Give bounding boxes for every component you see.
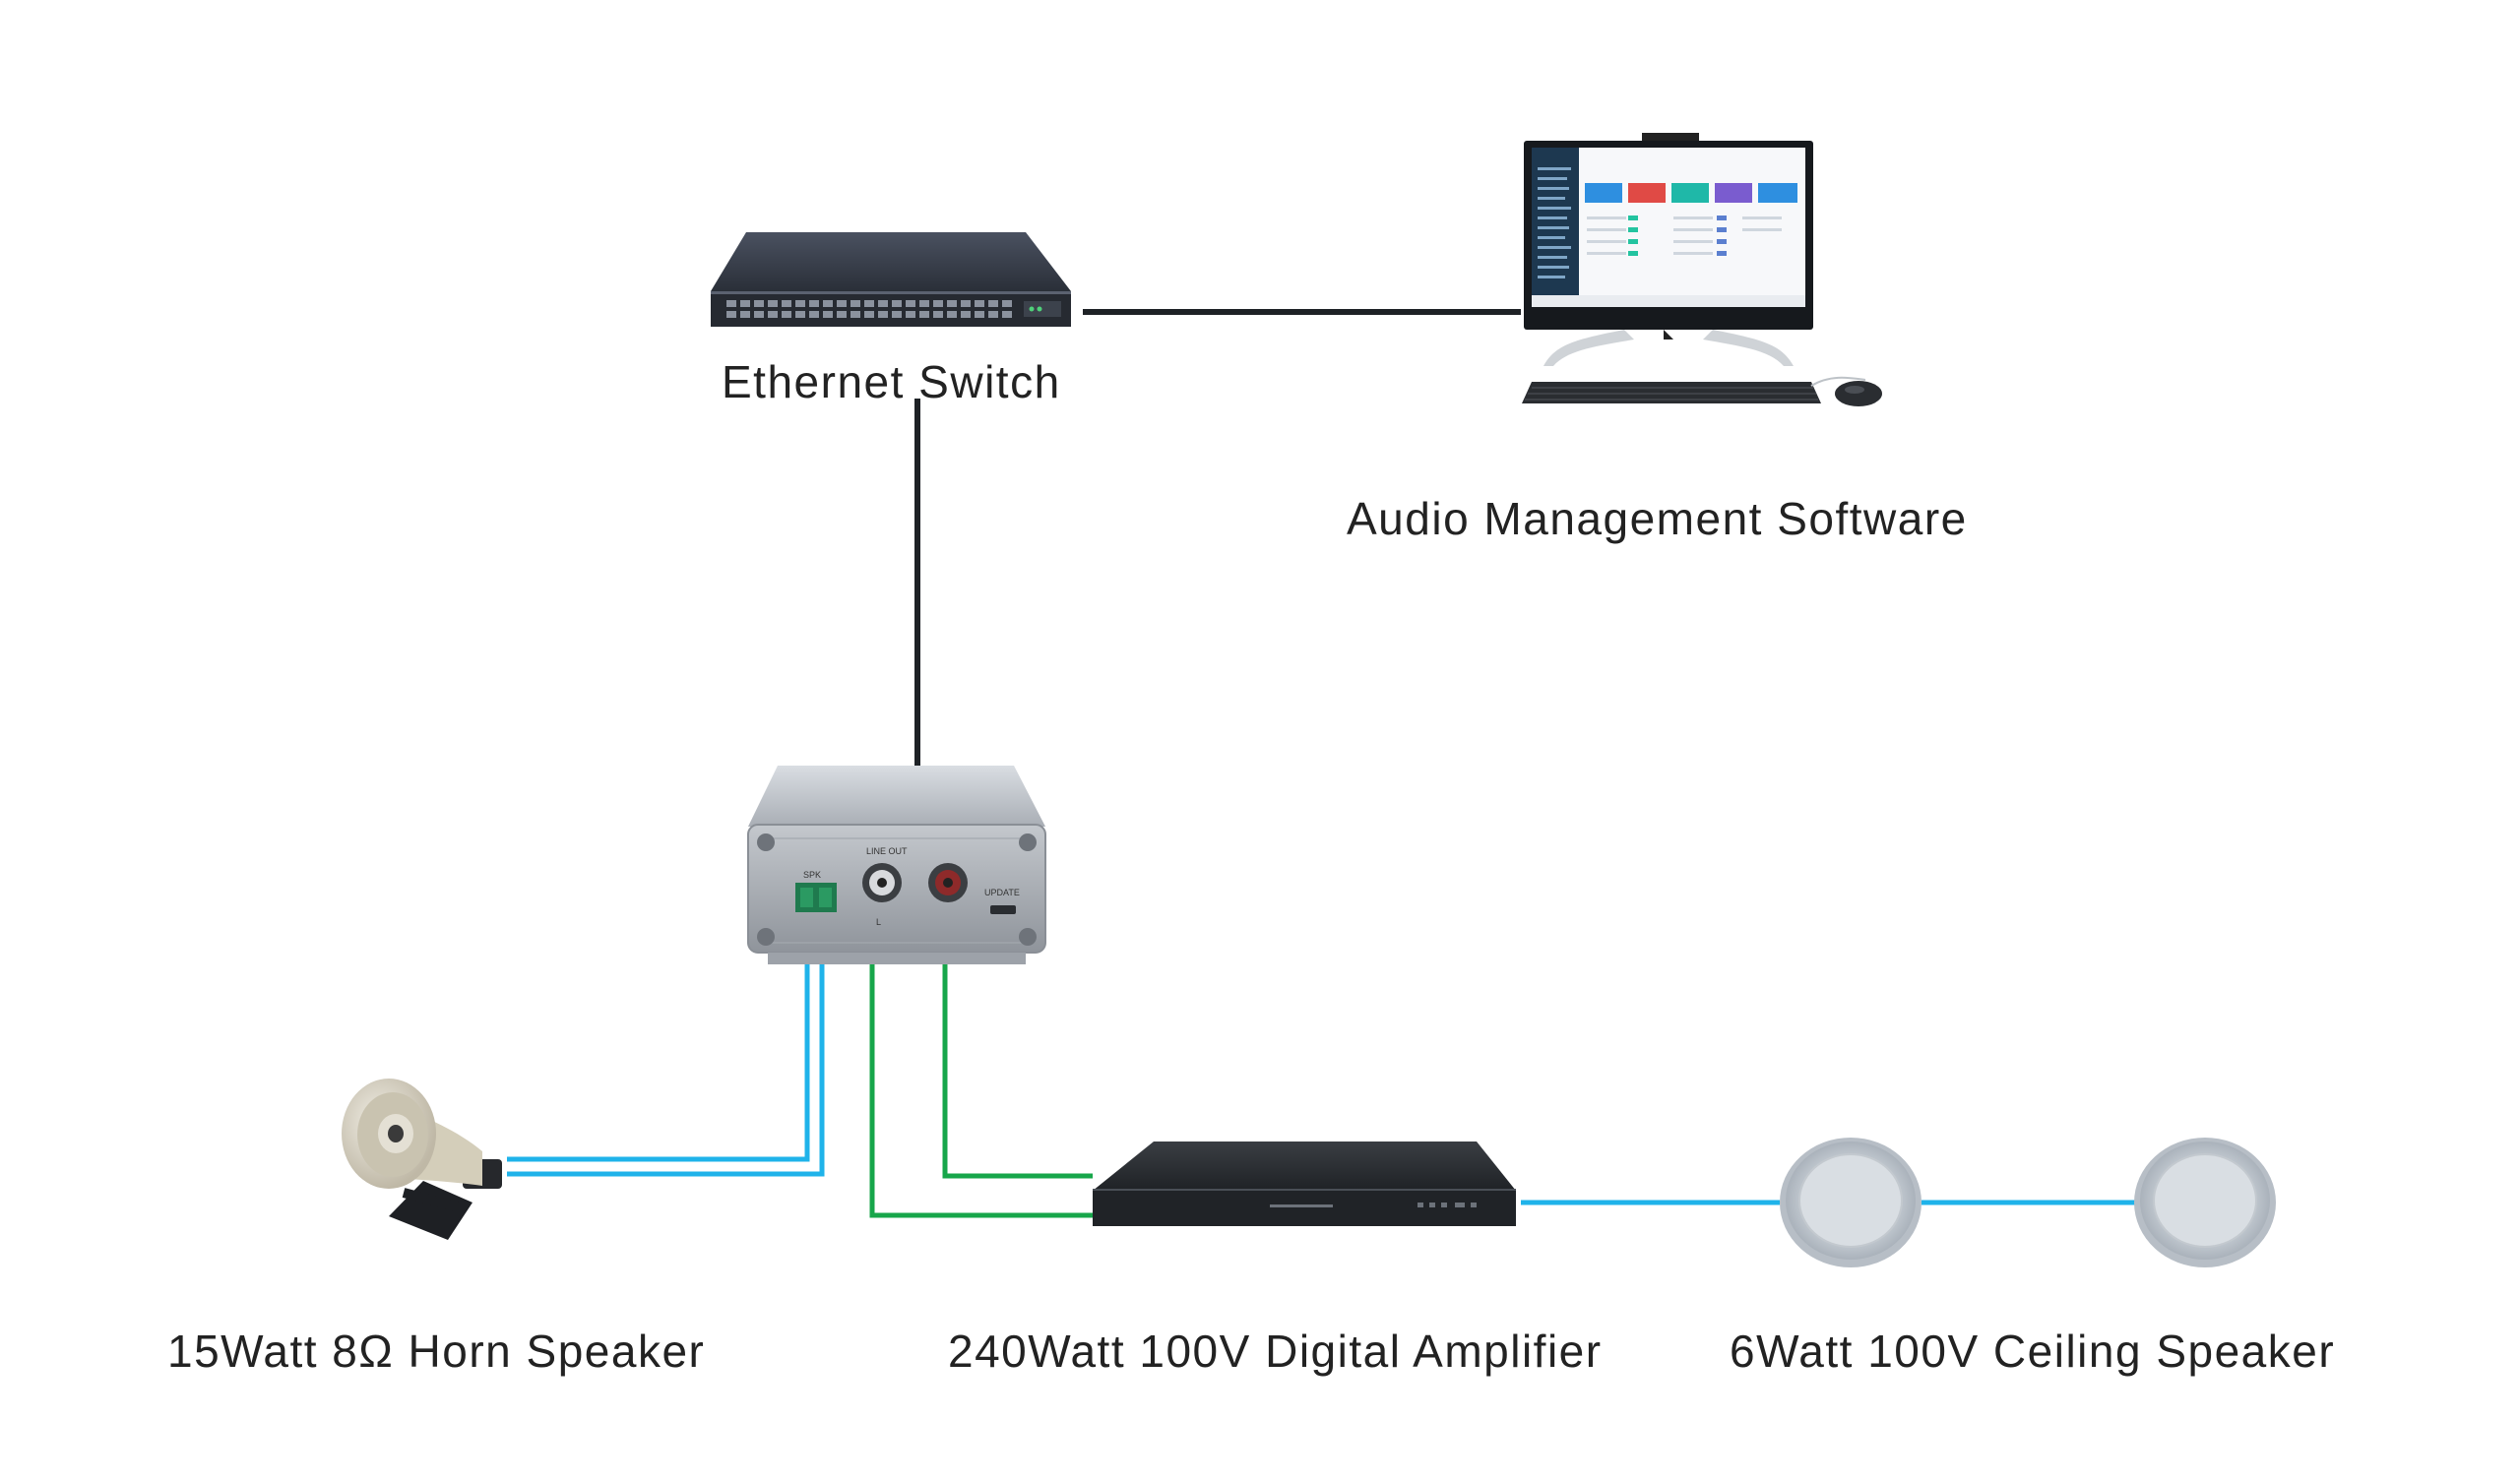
network-cables xyxy=(914,309,1521,766)
decoder-spk-marking: SPK xyxy=(803,870,821,880)
decoder-box-icon: SPK LINE OUT L UPDATE xyxy=(747,766,1046,964)
speaker-cables xyxy=(507,945,2136,1205)
amplifier-label: 240Watt 100V Digital Amplifier xyxy=(948,1326,1603,1377)
horn-speaker-icon xyxy=(342,1079,502,1240)
cable-horn-a xyxy=(507,945,810,1162)
cable-line-r xyxy=(942,940,1093,1179)
monitor-icon xyxy=(1524,133,1813,366)
decoder-update-marking: UPDATE xyxy=(984,888,1020,897)
decoder-l-marking: L xyxy=(876,917,881,927)
cable-horn-b xyxy=(507,945,825,1177)
horn-speaker-label: 15Watt 8Ω Horn Speaker xyxy=(167,1326,706,1377)
ceiling-speaker-label: 6Watt 100V Ceiling Speaker xyxy=(1730,1326,2336,1377)
amplifier-icon xyxy=(1093,1142,1516,1226)
line-cables xyxy=(869,935,1093,1218)
ethernet-switch-label: Ethernet Switch xyxy=(722,356,1061,407)
ceiling-speaker-icon xyxy=(2134,1138,2276,1267)
ethernet-switch-icon xyxy=(711,232,1071,327)
keyboard-icon xyxy=(1522,382,1821,403)
mouse-icon xyxy=(1810,376,1882,406)
audio-software-label: Audio Management Software xyxy=(1347,493,1968,544)
decoder-line-out-marking: LINE OUT xyxy=(866,846,908,856)
cable-line-l xyxy=(869,935,1093,1218)
ceiling-speaker-icon xyxy=(1780,1138,1922,1267)
